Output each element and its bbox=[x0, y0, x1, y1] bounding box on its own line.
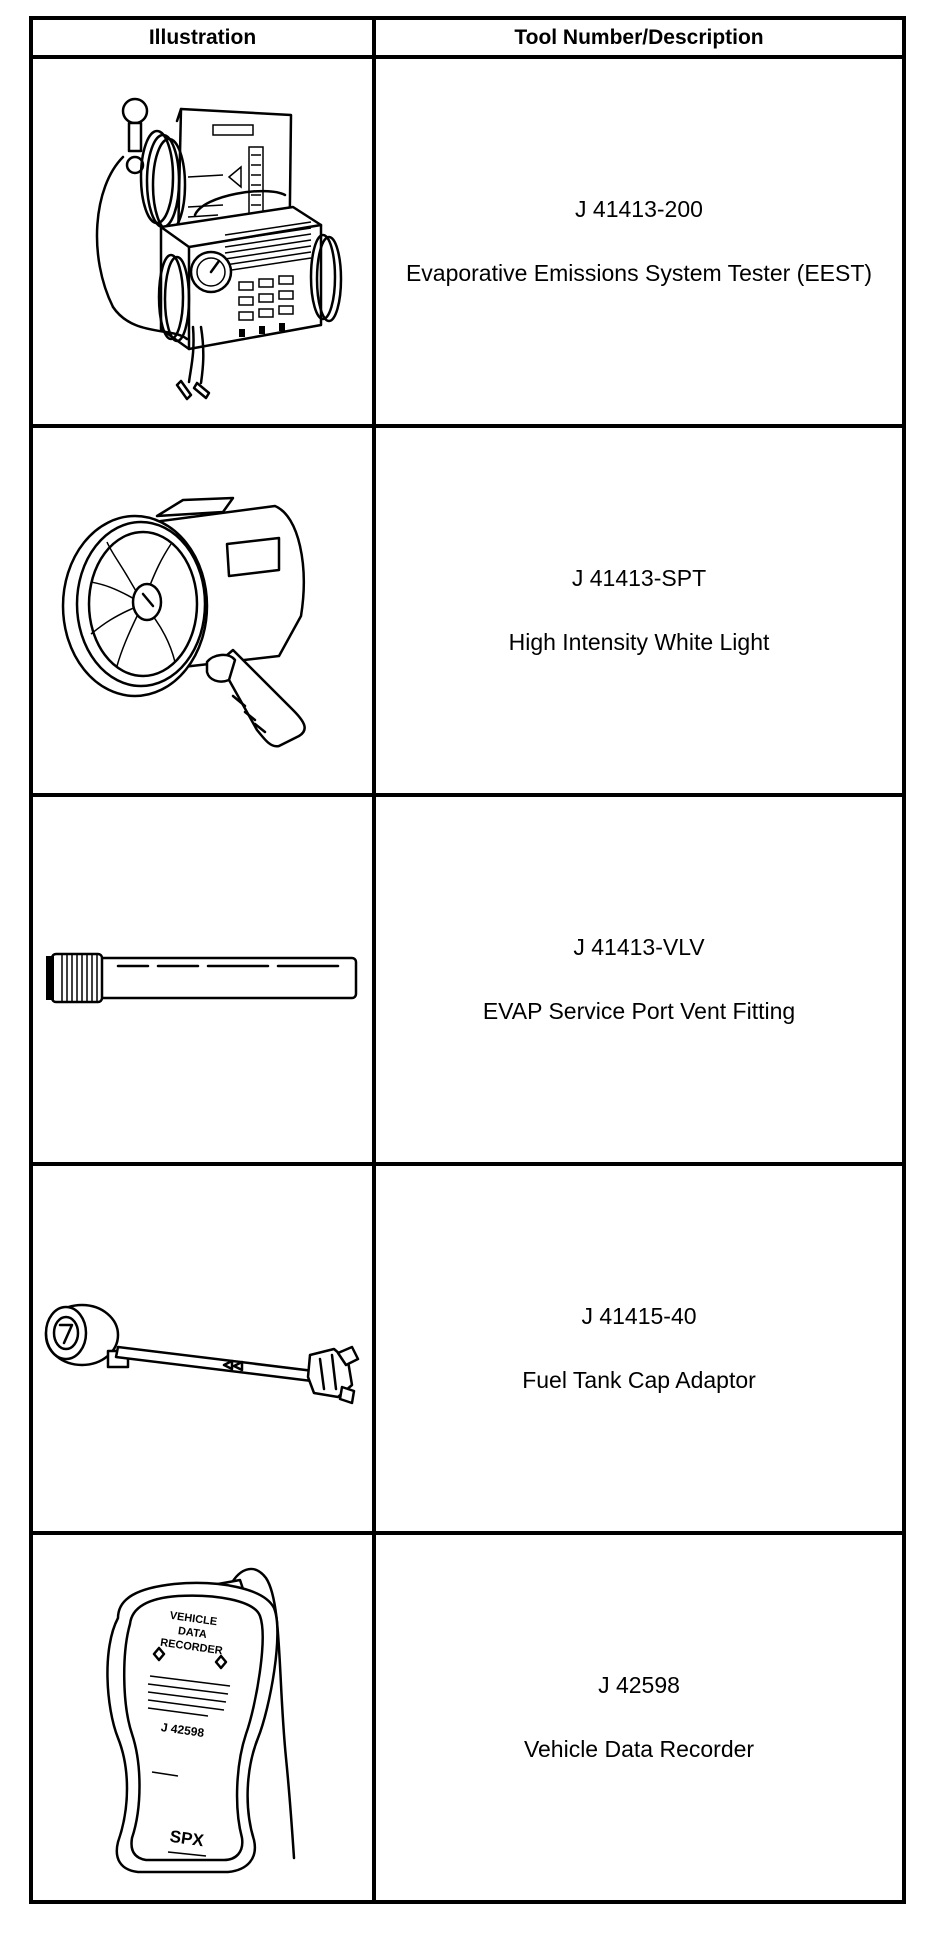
illustration-cell bbox=[29, 424, 376, 797]
description-cell: J 42598 Vehicle Data Recorder bbox=[372, 1531, 906, 1904]
illustration-cell bbox=[29, 55, 376, 428]
tool-number: J 41413-SPT bbox=[571, 564, 707, 591]
illustration-cell bbox=[29, 793, 376, 1166]
description-cell: J 41415-40 Fuel Tank Cap Adaptor bbox=[372, 1162, 906, 1535]
description-cell: J 41413-200 Evaporative Emissions System… bbox=[372, 55, 906, 428]
tool-description: EVAP Service Port Vent Fitting bbox=[482, 997, 796, 1024]
recorder-brand: SPX bbox=[168, 1826, 205, 1850]
tools-table: Illustration Tool Number/Description bbox=[29, 16, 906, 1904]
header-row: Illustration Tool Number/Description bbox=[29, 16, 906, 59]
data-recorder-icon: VEHICLE DATA RECORDER J bbox=[105, 1567, 295, 1873]
table-row: J 41413-VLV EVAP Service Port Vent Fitti… bbox=[29, 793, 906, 1166]
illustration-cell: VEHICLE DATA RECORDER J bbox=[29, 1531, 376, 1904]
vent-fitting-icon bbox=[45, 952, 357, 1003]
tool-number: J 41415-40 bbox=[581, 1302, 697, 1329]
description-cell: J 41413-VLV EVAP Service Port Vent Fitti… bbox=[372, 793, 906, 1166]
tool-number: J 41413-200 bbox=[575, 195, 703, 222]
tool-description: Vehicle Data Recorder bbox=[523, 1735, 755, 1762]
illustration-cell bbox=[29, 1162, 376, 1535]
recorder-line2: DATA bbox=[177, 1625, 207, 1641]
illustration-header: Illustration bbox=[29, 16, 376, 59]
tool-description: High Intensity White Light bbox=[508, 628, 770, 655]
table-row: J 41413-SPT High Intensity White Light bbox=[29, 424, 906, 797]
table-row: J 41413-200 Evaporative Emissions System… bbox=[29, 55, 906, 428]
table-row: J 41415-40 Fuel Tank Cap Adaptor bbox=[29, 1162, 906, 1535]
description-cell: J 41413-SPT High Intensity White Light bbox=[372, 424, 906, 797]
tool-description: Evaporative Emissions System Tester (EES… bbox=[405, 259, 873, 286]
fuel-cap-adaptor-icon bbox=[44, 1303, 359, 1404]
table-row: VEHICLE DATA RECORDER J bbox=[29, 1531, 906, 1904]
evap-emissions-tester-icon bbox=[95, 97, 342, 400]
tool-number: J 41413-VLV bbox=[573, 933, 705, 960]
tool-number: J 42598 bbox=[598, 1671, 680, 1698]
recorder-model: J 42598 bbox=[160, 1720, 205, 1740]
tool-header: Tool Number/Description bbox=[372, 16, 906, 59]
tool-description: Fuel Tank Cap Adaptor bbox=[522, 1366, 756, 1393]
spotlight-icon bbox=[61, 496, 306, 748]
